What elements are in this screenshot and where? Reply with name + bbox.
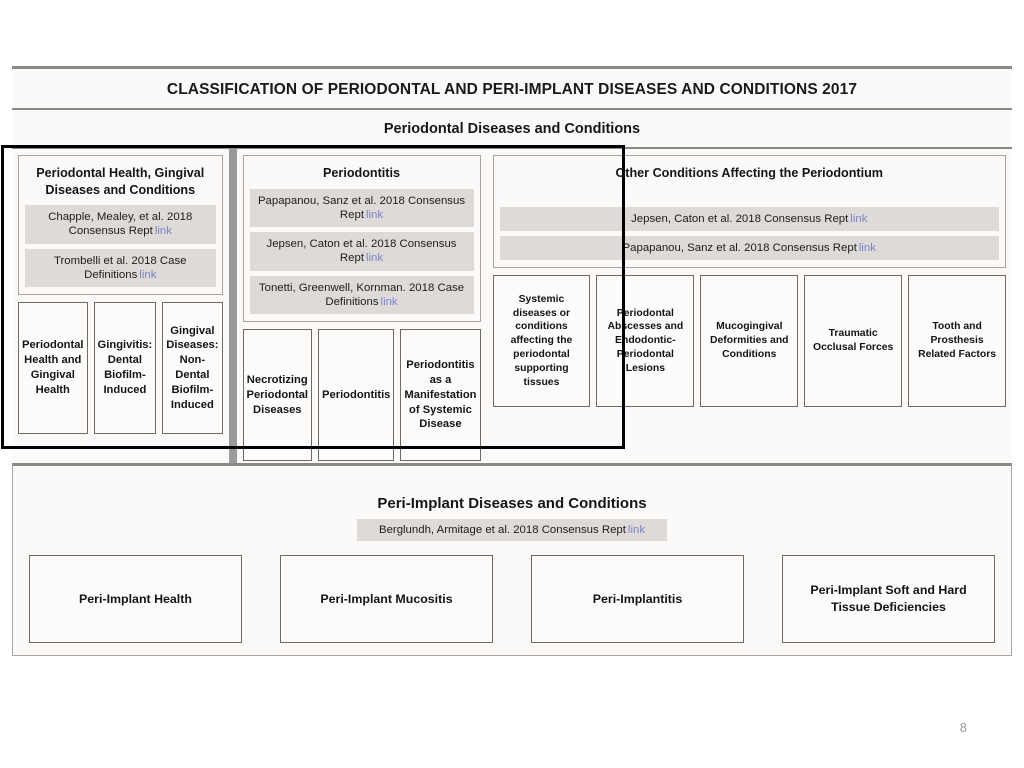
peri-implant-reference-wrap: Berglundh, Armitage et al. 2018 Consensu… xyxy=(21,519,1003,555)
leaf-box[interactable]: Peri-Implant Mucositis xyxy=(280,555,493,643)
peri-implant-boxes: Peri-Implant Health Peri-Implant Mucosit… xyxy=(21,555,1003,645)
reference-link[interactable]: link xyxy=(858,241,876,254)
reference-row[interactable]: Berglundh, Armitage et al. 2018 Consensu… xyxy=(356,519,668,541)
classification-chart: CLASSIFICATION OF PERIODONTAL AND PERI-I… xyxy=(12,66,1013,470)
reference-link[interactable]: link xyxy=(154,225,172,238)
column-header-box: Periodontal Health, Gingival Diseases an… xyxy=(18,155,223,296)
leaf-box[interactable]: Periodontitis xyxy=(318,329,395,462)
reference-link[interactable]: link xyxy=(365,252,384,265)
column-other-conditions: Other Conditions Affecting the Periodont… xyxy=(487,149,1013,469)
leaf-box[interactable]: Peri-Implantitis xyxy=(531,555,744,643)
leaf-row-periodontitis: Necrotizing Periodontal Diseases Periodo… xyxy=(242,329,481,462)
leaf-box[interactable]: Gingival Diseases: Non-Dental Biofilm-In… xyxy=(162,302,223,435)
leaf-row-periodontal-health: Periodontal Health and Gingival Health G… xyxy=(18,302,223,435)
reference-row[interactable]: Papapanou, Sanz et al. 2018 Consensus Re… xyxy=(499,235,999,261)
column-periodontitis: Periodontitis Papapanou, Sanz et al. 201… xyxy=(237,149,487,469)
reference-text: Papapanou, Sanz et al. 2018 Consensus Re… xyxy=(622,241,857,254)
reference-text: Jepsen, Caton et al. 2018 Consensus Rept xyxy=(266,238,457,265)
reference-row[interactable]: Jepsen, Caton et al. 2018 Consensus Rept… xyxy=(499,206,999,231)
periodontal-section: Periodontal Diseases and Conditions Peri… xyxy=(12,110,1013,470)
reference-text: Jepsen, Caton et al. 2018 Consensus Rept xyxy=(631,212,849,225)
reference-row[interactable]: Chapple, Mealey, et al. 2018 Consensus R… xyxy=(25,205,216,244)
leaf-box[interactable]: Mucogingival Deformities and Conditions xyxy=(700,275,799,408)
reference-text: Berglundh, Armitage et al. 2018 Consensu… xyxy=(378,524,626,536)
reference-text: Papapanou, Sanz et al. 2018 Consensus Re… xyxy=(257,194,466,221)
leaf-row-other-conditions: Systemic diseases or conditions affectin… xyxy=(492,275,1007,408)
leaf-box[interactable]: Necrotizing Periodontal Diseases xyxy=(242,329,313,462)
leaf-box[interactable]: Periodontitis as a Manifestation of Syst… xyxy=(400,329,481,462)
column-divider xyxy=(228,149,237,470)
periodontal-section-header: Periodontal Diseases and Conditions xyxy=(12,110,1012,149)
reference-text: Chapple, Mealey, et al. 2018 Consensus R… xyxy=(48,211,193,238)
leaf-box[interactable]: Peri-Implant Soft and Hard Tissue Defici… xyxy=(782,555,995,643)
periodontal-columns: Periodontal Health, Gingival Diseases an… xyxy=(12,149,1013,470)
reference-link[interactable]: link xyxy=(850,212,868,225)
column-periodontal-health: Periodontal Health, Gingival Diseases an… xyxy=(12,149,229,469)
reference-row[interactable]: Papapanou, Sanz et al. 2018 Consensus Re… xyxy=(249,188,474,228)
page-number: 8 xyxy=(959,720,967,735)
reference-text: Tonetti, Greenwell, Kornman. 2018 Case D… xyxy=(258,281,465,308)
chart-title: CLASSIFICATION OF PERIODONTAL AND PERI-I… xyxy=(12,69,1012,110)
leaf-box[interactable]: Periodontal Health and Gingival Health xyxy=(18,302,88,435)
leaf-box[interactable]: Systemic diseases or conditions affectin… xyxy=(492,275,591,408)
column-header-box: Periodontitis Papapanou, Sanz et al. 201… xyxy=(242,155,481,323)
column-title: Periodontitis xyxy=(323,166,400,180)
leaf-box[interactable]: Peri-Implant Health xyxy=(29,555,242,643)
reference-row[interactable]: Tonetti, Greenwell, Kornman. 2018 Case D… xyxy=(249,275,474,315)
reference-link[interactable]: link xyxy=(139,268,157,281)
peri-implant-title: Peri-Implant Diseases and Conditions xyxy=(377,495,647,512)
reference-list: Jepsen, Caton et al. 2018 Consensus Rept… xyxy=(499,206,999,261)
leaf-box[interactable]: Traumatic Occlusal Forces xyxy=(804,275,903,408)
peri-implant-section: Peri-Implant Diseases and Conditions Ber… xyxy=(12,463,1012,656)
reference-link[interactable]: link xyxy=(380,295,398,308)
column-title: Periodontal Health, Gingival Diseases an… xyxy=(36,166,205,197)
column-header-box: Other Conditions Affecting the Periodont… xyxy=(492,155,1006,269)
leaf-box[interactable]: Tooth and Prosthesis Related Factors xyxy=(908,275,1007,408)
reference-link[interactable]: link xyxy=(365,208,384,221)
reference-row[interactable]: Jepsen, Caton et al. 2018 Consensus Rept… xyxy=(249,232,474,271)
leaf-box[interactable]: Gingivitis: Dental Biofilm-Induced xyxy=(93,302,157,435)
leaf-box[interactable]: Periodontal Abscesses and Endodontic-Per… xyxy=(596,275,695,408)
reference-text: Trombelli et al. 2018 Case Definitions xyxy=(53,254,187,281)
reference-link[interactable]: link xyxy=(627,524,646,536)
column-title: Other Conditions Affecting the Periodont… xyxy=(615,166,884,180)
